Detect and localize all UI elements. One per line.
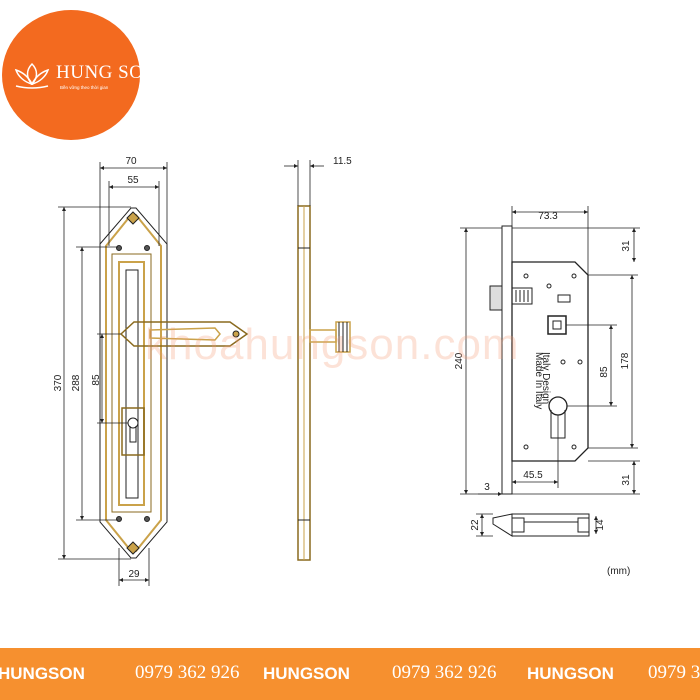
dim-latch-22: 22: [470, 519, 481, 531]
dim-plate-thickness: 11.5: [333, 156, 352, 167]
logo-name: HUNG SON: [56, 62, 158, 83]
handle-dimension-lines: [58, 162, 168, 586]
dim-lock-top: 31: [621, 240, 632, 252]
lock-dimension-lines: [460, 206, 640, 496]
dim-lock-backset: 45.5: [523, 470, 543, 481]
lock-case-text-1: Made In Italy: [533, 352, 544, 409]
watermark-text: khoahungson.com: [145, 320, 520, 369]
footer-brand: HUNGSON: [0, 664, 85, 683]
side-dimension-lines: [284, 160, 324, 206]
footer-brand: HUNGSON: [527, 664, 614, 683]
lotus-icon: [14, 62, 50, 89]
dim-screw-spacing: 288: [71, 374, 82, 391]
footer-phone: 0979 362 926: [392, 662, 497, 683]
footer-phone: 0979 362 926: [135, 662, 240, 683]
lock-case-text-2: Italy Design: [540, 352, 551, 404]
footer-brand: HUNGSON: [263, 664, 350, 683]
dim-lock-center: 85: [599, 366, 610, 378]
dim-lock-body: 178: [620, 352, 631, 369]
dim-faceplate: 3: [484, 482, 490, 493]
footer-banner: HUNGSON 0979 362 926 HUNGSON 0979 362 92…: [0, 648, 700, 700]
dim-total-height: 370: [53, 374, 64, 391]
logo-tagline: Bền vững theo thời gian: [60, 85, 109, 90]
dim-lock-width: 73.3: [538, 211, 558, 222]
handle-front-view: [99, 207, 249, 559]
dim-handle-to-key: 85: [91, 374, 102, 386]
dim-handle-width-outer: 70: [125, 156, 137, 167]
unit-note: (mm): [607, 566, 631, 577]
dim-handle-width-inner: 55: [127, 175, 139, 186]
dim-lock-bottom: 31: [621, 474, 632, 486]
dim-bottom-width: 29: [128, 569, 140, 580]
footer-phone: 0979 362 926: [648, 662, 700, 683]
dim-latch-14: 14: [595, 519, 606, 531]
handle-side-view: [297, 205, 351, 561]
dim-lock-height: 240: [454, 352, 465, 369]
latch-bolt-view: [476, 513, 598, 537]
